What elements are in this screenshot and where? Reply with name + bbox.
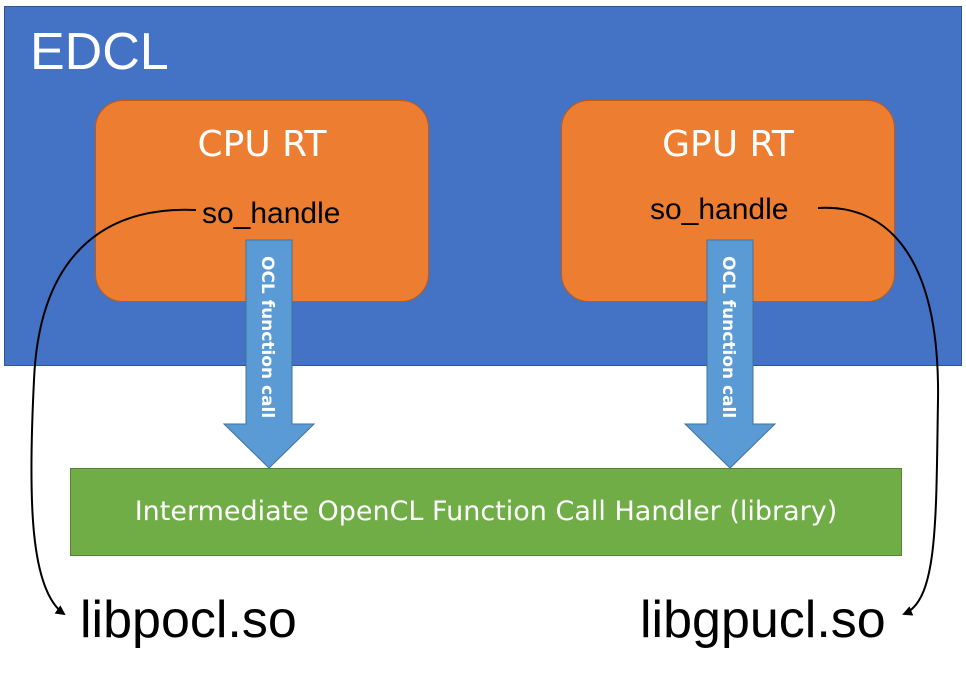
- function-call-handler-box: Intermediate OpenCL Function Call Handle…: [70, 468, 902, 556]
- cpu-rt-title: CPU RT: [197, 124, 327, 165]
- cpu-handle-to-libpocl-connector: [30, 208, 197, 616]
- libpocl-label: libpocl.so: [80, 591, 297, 649]
- function-call-handler-label: Intermediate OpenCL Function Call Handle…: [134, 496, 838, 527]
- cpu-ocl-call-arrow: OCL function call: [222, 239, 316, 469]
- libgpucl-label: libgpucl.so: [640, 591, 886, 649]
- gpu-ocl-call-label: OCL function call: [718, 256, 738, 418]
- edcl-title: EDCL: [30, 23, 169, 81]
- gpu-rt-title: GPU RT: [662, 124, 794, 165]
- cpu-ocl-call-label: OCL function call: [257, 256, 277, 418]
- gpu-rt-so-handle: so_handle: [650, 193, 789, 226]
- gpu-ocl-call-arrow: OCL function call: [683, 239, 777, 469]
- cpu-rt-so-handle: so_handle: [202, 197, 341, 230]
- gpu-handle-to-libgpucl-connector: [817, 206, 940, 616]
